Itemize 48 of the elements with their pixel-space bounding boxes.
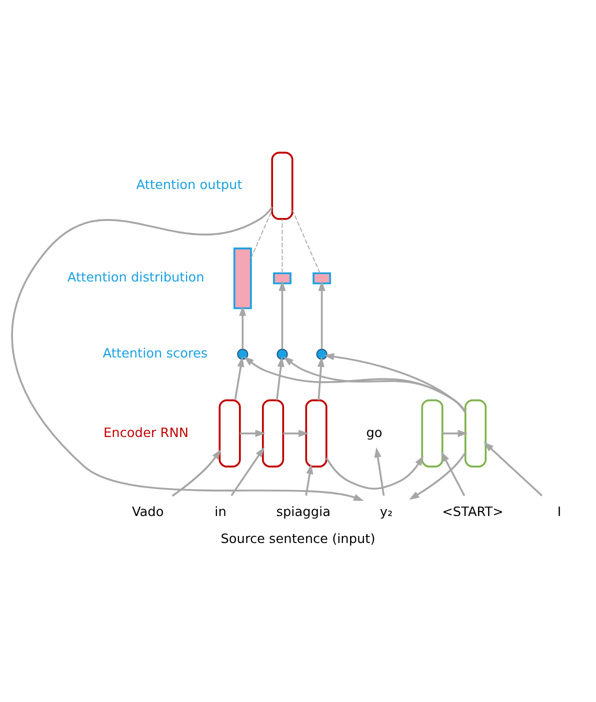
label: Attention output [136,178,242,193]
node-circle [276,348,288,360]
node-box [305,398,328,467]
arrow [305,463,314,496]
arrow [317,356,325,400]
arrow [283,429,309,436]
node-text: spiaggia [276,504,330,520]
node-box [464,398,487,467]
connector [250,209,272,258]
arrow [283,356,466,412]
arrow [484,441,543,496]
connector [282,218,283,273]
connector [292,209,320,273]
arrow [278,280,286,348]
arrow [240,429,266,436]
arrow [441,450,466,496]
arrow [11,206,364,500]
label: Encoder RNN [104,425,188,440]
arrow [318,280,326,348]
arrow [234,356,244,400]
arrow [408,452,466,500]
node-box [271,151,294,220]
node-circle [237,348,248,360]
arrow [374,446,385,496]
node-text: Vado [132,504,164,520]
node-bar [233,247,252,309]
node-text: y₂ [380,504,393,520]
label: Attention distribution [67,270,204,286]
node-box [421,398,444,467]
caption: Source sentence (input) [220,532,376,547]
node-bar [312,272,332,284]
node-bar [273,272,292,284]
arrow [442,429,468,436]
arrow [172,448,222,496]
node-text: go [366,425,382,440]
arrow [244,356,466,412]
arrow [230,446,264,496]
arrow [239,305,246,348]
arrow [276,356,284,400]
arrow [326,455,424,490]
arrow [324,352,466,412]
node-box [262,398,284,467]
node-text: in [214,504,226,520]
label: Attention scores [102,346,208,362]
node-text: I [557,504,562,520]
node-circle [316,348,328,360]
node-text: <START> [442,504,504,520]
node-box [218,398,241,467]
